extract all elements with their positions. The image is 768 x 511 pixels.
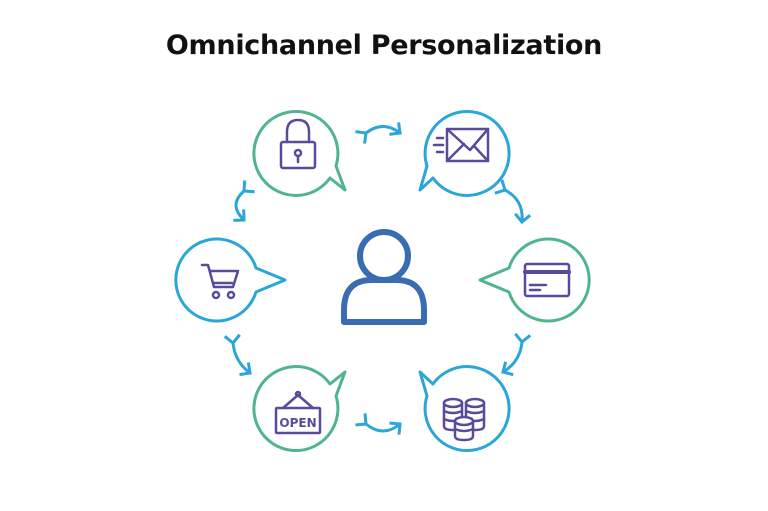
double-arrow-icon xyxy=(355,122,402,144)
email-icon xyxy=(432,127,490,163)
double-arrow-icon xyxy=(223,333,252,377)
open-sign-label: OPEN xyxy=(279,416,316,430)
double-arrow-icon xyxy=(501,332,532,377)
open-sign-icon: OPEN xyxy=(274,390,322,435)
lock-bubble xyxy=(252,109,347,197)
email-bubble xyxy=(418,109,511,197)
cart-bubble xyxy=(174,237,287,323)
double-arrow-icon xyxy=(233,180,255,222)
coins-bubble xyxy=(418,365,511,453)
lock-icon xyxy=(279,118,317,170)
card-bubble xyxy=(478,237,591,323)
person-icon xyxy=(341,229,427,325)
database-coins-icon xyxy=(442,397,486,442)
double-arrow-icon xyxy=(355,413,402,435)
credit-card-icon xyxy=(523,262,571,298)
shopping-cart-icon xyxy=(200,263,240,300)
double-arrow-icon xyxy=(494,179,532,225)
diagram-title: Omnichannel Personalization xyxy=(165,30,603,61)
